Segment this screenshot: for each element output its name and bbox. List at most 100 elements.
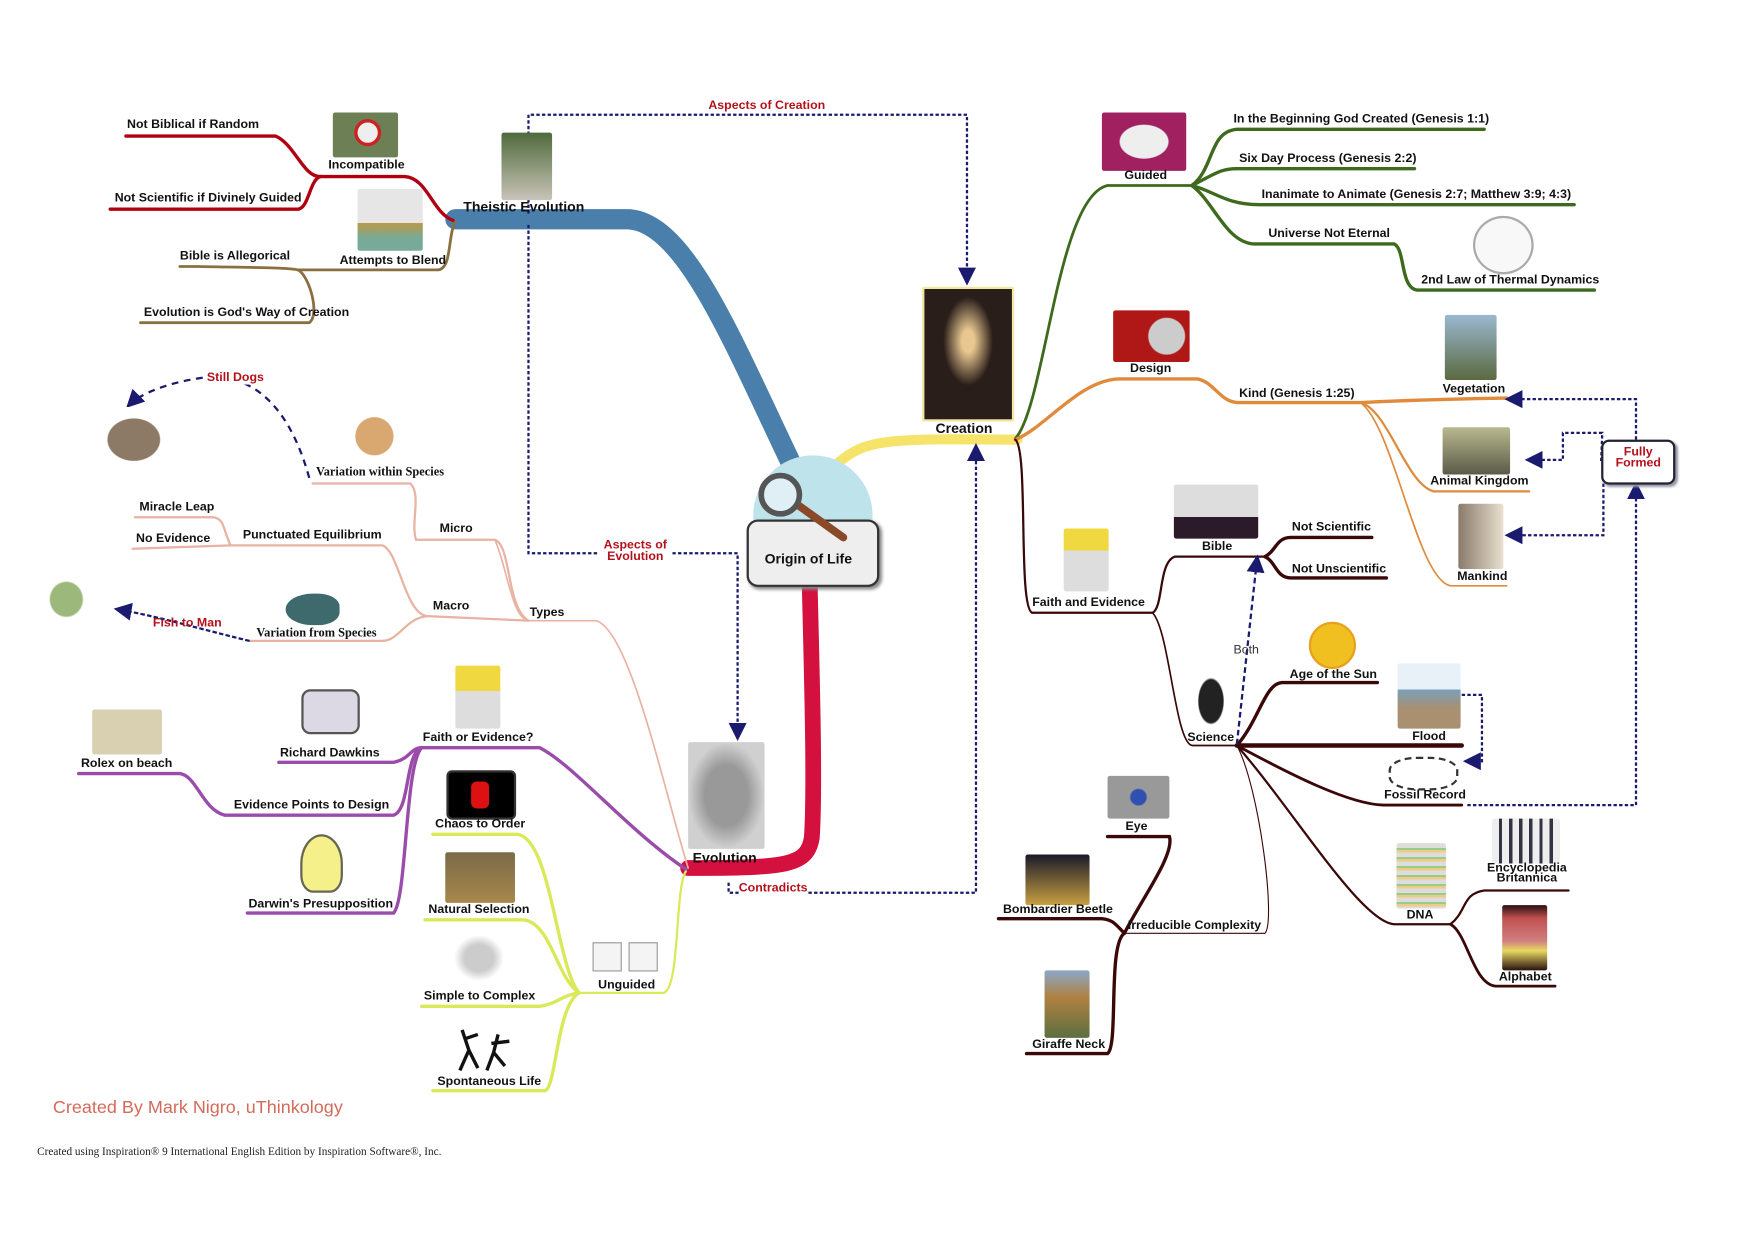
chaos-to-order-node[interactable]: Chaos to Order [435, 817, 526, 831]
types-node[interactable]: Types [529, 606, 565, 620]
bible-allegorical-node[interactable]: Bible is Allegorical [179, 249, 291, 264]
not-unscientific-node[interactable]: Not Unscientific [1291, 562, 1387, 576]
no-evidence-node[interactable]: No Evidence [136, 531, 211, 546]
branch-fossil [1235, 744, 1464, 807]
branch-alphabet [1449, 922, 1557, 988]
bombardier-beetle-image [1025, 854, 1090, 906]
aspects-of-creation-label: Aspects of Creation [708, 98, 826, 113]
bombardier-beetle-node[interactable]: Bombardier Beetle [1002, 902, 1113, 917]
branch-irreducible [1123, 744, 1270, 934]
second-law-node[interactable]: 2nd Law of Thermal Dynamics [1421, 273, 1600, 287]
stop-hand-icon [446, 770, 517, 820]
bible-node[interactable]: Bible [1201, 539, 1233, 554]
not-scientific-node[interactable]: Not Scientific if Divinely Guided [114, 191, 302, 205]
link-aspects-of-creation [527, 113, 976, 286]
variation-from-node[interactable]: Variation from Species [256, 626, 377, 640]
darwin-portrait-image [688, 742, 765, 849]
punctuated-node[interactable]: Punctuated Equilibrium [242, 528, 382, 542]
elephant-image [1442, 427, 1511, 475]
universe-node[interactable]: Universe Not Eternal [1268, 227, 1390, 241]
flood-node[interactable]: Flood [1412, 729, 1446, 744]
giraffe-neck-node[interactable]: Giraffe Neck [1032, 1037, 1106, 1052]
branch-attempts [178, 220, 457, 272]
creation-node[interactable]: Creation [935, 420, 993, 437]
animal-kingdom-node[interactable]: Animal Kingdom [1430, 474, 1529, 488]
theistic-evolution-node[interactable]: Theistic Evolution [463, 199, 585, 215]
rolex-image [92, 709, 162, 755]
paint-palette-image [1101, 112, 1187, 171]
branch-types [493, 538, 689, 869]
kind-node[interactable]: Kind (Genesis 1:25) [1239, 386, 1355, 401]
eye-node[interactable]: Eye [1125, 819, 1148, 834]
fully-formed-node[interactable] [1601, 439, 1676, 485]
branch-inanimate [1190, 183, 1576, 207]
richard-dawkins-node[interactable]: Richard Dawkins [279, 746, 380, 761]
author-credit: Created By Mark Nigro, uThinkology [52, 1098, 343, 1118]
variation-within-node[interactable]: Variation within Species [315, 465, 445, 479]
age-of-sun-node[interactable]: Age of the Sun [1289, 667, 1377, 682]
dog-and-child-image [93, 407, 161, 473]
irreducible-complexity-node[interactable]: Irreducible Complexity [1127, 918, 1262, 933]
simple-complex-node[interactable]: Simple to Complex [423, 989, 536, 1003]
link-contradicts [727, 443, 985, 894]
macro-node[interactable]: Macro [432, 599, 470, 613]
incompatible-node[interactable]: Incompatible [328, 158, 405, 173]
evidence-design-node[interactable]: Evidence Points to Design [233, 798, 390, 812]
branch-mankind [1359, 401, 1508, 587]
fossil-record-node[interactable]: Fossil Record [1384, 788, 1466, 802]
evolution-node[interactable]: Evolution [692, 850, 757, 866]
branch-gods-way [139, 268, 316, 325]
link-flood-fossil [1461, 693, 1484, 771]
fully-formed-label: Fully Formed [1615, 445, 1661, 470]
darwin-presupposition-node[interactable]: Darwin's Presupposition [248, 897, 394, 911]
branch-not-scientific [108, 174, 323, 211]
gears-image [1113, 310, 1190, 363]
both-label: Both [1233, 643, 1259, 657]
dna-node[interactable]: DNA [1406, 908, 1434, 923]
software-footer: Created using Inspiration® 9 Internation… [37, 1145, 442, 1159]
galaxy-image [922, 286, 1015, 422]
branch-not-scientific-creation [1263, 535, 1374, 559]
branch-not-unscientific [1263, 554, 1389, 580]
six-day-node[interactable]: Six Day Process (Genesis 2:2) [1239, 151, 1417, 166]
natural-selection-node[interactable]: Natural Selection [428, 902, 530, 917]
branch-beginning [1190, 127, 1486, 188]
giraffe-image [1044, 970, 1090, 1038]
branch-evolution [680, 571, 822, 876]
unguided-node[interactable]: Unguided [598, 978, 656, 992]
link-fully-animal [1524, 431, 1604, 469]
design-node[interactable]: Design [1130, 362, 1172, 376]
branch-simple-complex [419, 991, 581, 1009]
branch-variation-from [248, 615, 429, 643]
vegetation-node[interactable]: Vegetation [1442, 382, 1506, 396]
branch-faith-or-evidence [277, 746, 688, 871]
faith-and-evidence-node[interactable]: Faith and Evidence [1032, 595, 1145, 610]
link-both [1235, 554, 1265, 745]
mankind-node[interactable]: Mankind [1457, 570, 1508, 584]
attempts-to-blend-node[interactable]: Attempts to Blend [339, 254, 447, 268]
man-image [1458, 503, 1504, 569]
alphabet-node[interactable]: Alphabet [1498, 970, 1552, 984]
branch-beetle [996, 916, 1127, 935]
link-fully-vegetation [1504, 390, 1638, 440]
chihuahua-image [346, 399, 403, 467]
rolex-node[interactable]: Rolex on beach [80, 756, 173, 771]
science-node[interactable]: Science [1187, 730, 1235, 745]
beginning-node[interactable]: In the Beginning God Created (Genesis 1:… [1233, 112, 1490, 126]
micro-node[interactable]: Micro [439, 521, 473, 536]
magnifying-glass-icon [758, 472, 848, 542]
spontaneous-life-node[interactable]: Spontaneous Life [437, 1074, 542, 1089]
not-scientific-creation-node[interactable]: Not Scientific [1291, 520, 1371, 535]
inanimate-node[interactable]: Inanimate to Animate (Genesis 2:7; Matth… [1261, 187, 1572, 202]
branch-theistic [445, 209, 803, 477]
guided-node[interactable]: Guided [1124, 168, 1168, 183]
tree-image [1444, 314, 1497, 381]
not-biblical-node[interactable]: Not Biblical if Random [127, 118, 259, 132]
branch-giraffe [1024, 931, 1127, 1056]
gods-way-node[interactable]: Evolution is God's Way of Creation [143, 305, 350, 320]
miracle-leap-node[interactable]: Miracle Leap [139, 500, 215, 514]
branch-spontaneous [431, 991, 581, 1093]
faith-or-evidence-node[interactable]: Faith or Evidence? [422, 730, 534, 745]
